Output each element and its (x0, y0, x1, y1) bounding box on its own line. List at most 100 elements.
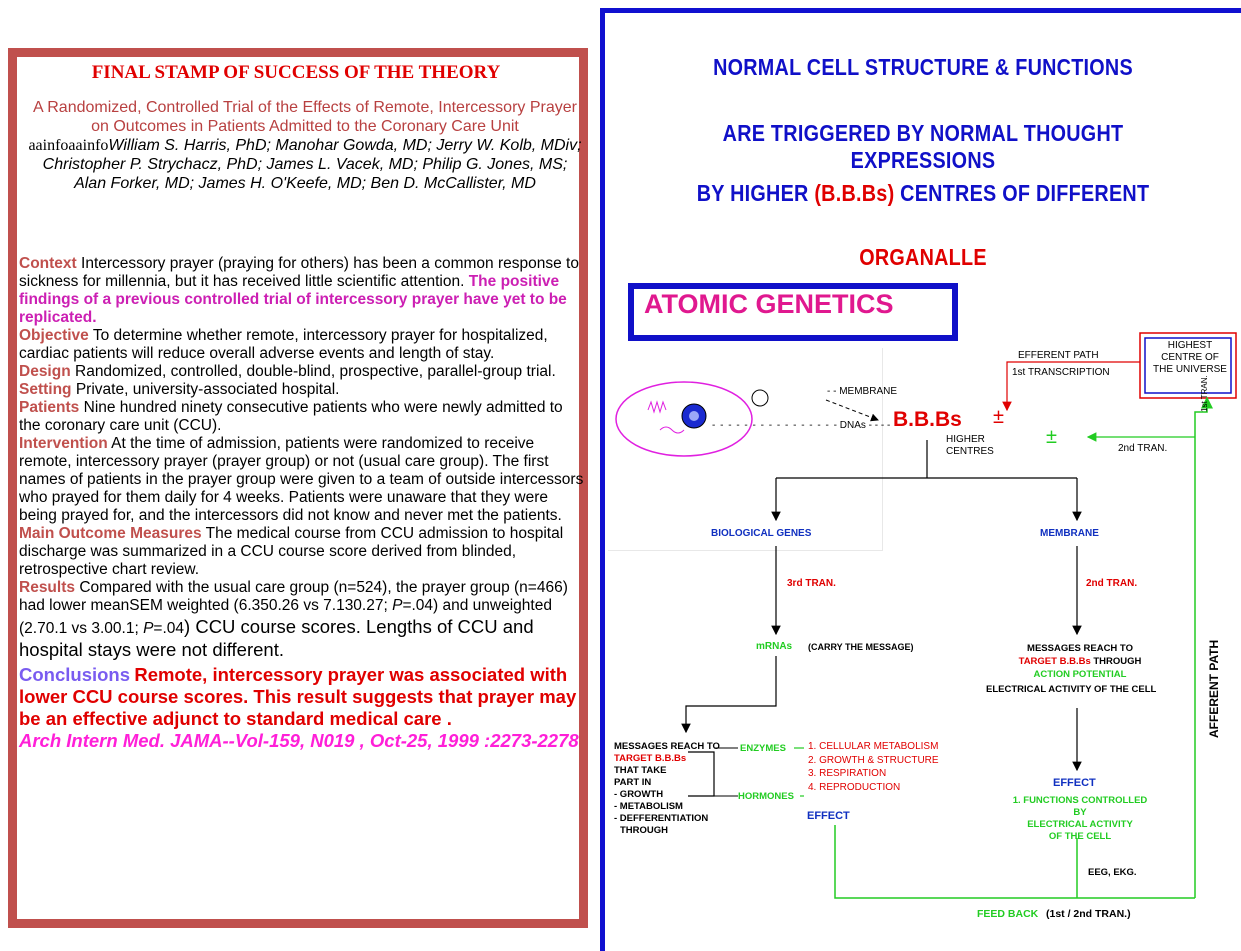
conclusions-text: Remote, intercessory prayer was associat… (19, 664, 577, 729)
setting-section: Setting Private, university-associated h… (19, 381, 587, 399)
atomic-genetics-box (628, 283, 958, 341)
third-tran-label: 3rd TRAN. (787, 578, 836, 589)
results-text-4: ) CCU course scores. Lengths of CCU and … (19, 616, 534, 660)
results-text-2: =.04) and unweighted (2.70.1 vs 3.00.1; (19, 597, 552, 637)
functions-3: OF THE CELL (1048, 831, 1112, 842)
messages-left-8: THROUGH (620, 825, 669, 836)
results-p1: P (392, 597, 403, 614)
panel-title: FINAL STAMP OF SUCCESS OF THE THEORY (91, 62, 501, 83)
context-section: Context Intercessory prayer (praying for… (19, 255, 587, 327)
abstract-body: Context Intercessory prayer (praying for… (19, 255, 587, 752)
messages-left-4: PART IN (614, 777, 652, 788)
results-text-3: =.04 (153, 620, 185, 637)
messages-left-6: - METABOLISM (614, 801, 683, 812)
highest-centre-label: HIGHEST CENTRE OF THE UNIVERSE (1153, 340, 1227, 375)
list-item-3: 3. RESPIRATION (808, 768, 887, 779)
messages-left-3: THAT TAKE (614, 765, 667, 776)
mitochondria-squiggle (647, 400, 667, 414)
heading-line-3: BY HIGHER (B.B.Bs) CENTRES OF DIFFERENT (652, 180, 1194, 207)
authors: aainfoaainfoWilliam S. Harris, PhD; Mano… (26, 136, 584, 193)
effect-right-label: EFFECT (1053, 777, 1096, 789)
membrane-arrow-label: - - MEMBRANE (827, 386, 897, 397)
list-item-2: 2. GROWTH & STRUCTURE (808, 754, 939, 766)
plus-minus-green: ± (1046, 426, 1057, 448)
afferent-path-label: AFFERENT PATH (1207, 639, 1221, 738)
results-p2: P (143, 620, 154, 637)
objective-section: Objective To determine whether remote, i… (19, 327, 587, 363)
outcome-section: Main Outcome Measures The medical course… (19, 525, 587, 579)
first-tran-vertical-label: 1st TRAN. (1200, 375, 1209, 412)
abstract-frame (8, 48, 588, 928)
patients-label: Patients (19, 399, 80, 416)
nucleolus (689, 411, 699, 421)
blue-top-border (600, 8, 1241, 13)
enzymes-label: ENZYMES (740, 743, 786, 754)
membrane-marker-circle (751, 389, 769, 407)
messages-left-7: - DEFFERENTIATION (614, 813, 709, 824)
study-title: A Randomized, Controlled Trial of the Ef… (33, 99, 577, 135)
author-names: William S. Harris, PhD; Manohar Gowda, M… (42, 137, 582, 192)
efferent-path-arrow (1002, 361, 1140, 412)
messages-right-4: ELECTRICAL ACTIVITY OF THE CELL (986, 684, 1157, 695)
context-highlight: The positive findings of a previous cont… (19, 273, 567, 326)
heading-3-post: CENTRES OF DIFFERENT (894, 180, 1150, 206)
list-item-4: 4. REPRODUCTION (808, 781, 901, 793)
results-section: Results Compared with the usual care gro… (19, 579, 587, 661)
heading-3-red: (B.B.Bs) (814, 180, 895, 206)
citation: Arch Intern Med. JAMA--Vol-159, N019 , O… (19, 730, 579, 751)
process-bracket (688, 751, 715, 797)
design-section: Design Randomized, controlled, double-bl… (19, 363, 587, 381)
hormones-label: HORMONES (738, 791, 794, 802)
setting-text: Private, university-associated hospital. (75, 381, 340, 398)
messages-right-2-red: TARGET B.B.Bs (1018, 656, 1091, 667)
mrnas-label: mRNAs (756, 641, 793, 652)
context-label: Context (19, 255, 77, 272)
highest-centre-inner-box (1144, 337, 1232, 394)
messages-right-1: MESSAGES REACH TO (1027, 643, 1133, 654)
functions-list: 1. CELLULAR METABOLISM 2. GROWTH & STRUC… (808, 740, 939, 794)
dnas-arrow-label: - - - - - - - - - - - - - - - - DNAs - -… (712, 420, 891, 431)
bbbs-label: B.B.Bs (893, 408, 962, 431)
er-squiggle (659, 426, 685, 434)
membrane-label: MEMBRANE (1040, 528, 1099, 539)
highest-centre-outer-box (1139, 332, 1237, 399)
feed-back-label: FEED BACK (977, 908, 1039, 920)
cell-image-frame (608, 348, 883, 551)
messages-right-block: MESSAGES REACH TO TARGET B.B.Bs THROUGH … (1005, 642, 1155, 681)
outcome-text: The medical course from CCU admission to… (19, 525, 564, 578)
patients-section: Patients Nine hundred ninety consecutive… (19, 399, 587, 435)
messages-left-5: - GROWTH (614, 789, 664, 800)
carry-message-label: (CARRY THE MESSAGE) (808, 642, 914, 652)
second-tran-top-label: 2nd TRAN. (1118, 443, 1168, 454)
efferent-path-label: EFFERENT PATH (1018, 350, 1099, 361)
messages-right-3: ACTION POTENTIAL (1033, 669, 1127, 680)
authors-prefix: aainfoaainfo (28, 137, 109, 154)
membrane-to-bbbs-arrow (825, 399, 879, 422)
cell-illustration (615, 381, 769, 457)
first-transcription-label: 1st TRANSCRIPTION (1012, 367, 1110, 378)
feedback-line-left (834, 825, 1195, 899)
conclusions-label: Conclusions (19, 664, 131, 685)
conclusions-section: Conclusions Remote, intercessory prayer … (19, 664, 587, 730)
eeg-label: EEG, EKG. (1088, 867, 1137, 878)
messages-left-block: MESSAGES REACH TO TARGET B.B.Bs THAT TAK… (614, 741, 720, 837)
patients-text: Nine hundred ninety consecutive patients… (19, 399, 563, 434)
design-label: Design (19, 363, 71, 380)
heading-3-pre: BY HIGHER (696, 180, 815, 206)
functions-block: 1. FUNCTIONS CONTROLLED BY ELECTRICAL AC… (1005, 795, 1155, 843)
biological-genes-label: BIOLOGICAL GENES (711, 528, 812, 539)
setting-label: Setting (19, 381, 72, 398)
atomic-genetics-label: ATOMIC GENETICS (644, 289, 894, 319)
results-text-1: Compared with the usual care group (n=52… (19, 579, 568, 614)
dnas-label: - DNAs - - - - (833, 420, 891, 431)
afferent-path-line (1194, 396, 1213, 898)
blue-divider (600, 8, 605, 951)
second-tran-right-label: 2nd TRAN. (1086, 578, 1138, 589)
objective-label: Objective (19, 327, 89, 344)
cell-outline (615, 381, 753, 457)
design-text: Randomized, controlled, double-blind, pr… (75, 363, 556, 380)
heading-line-4: ORGANALLE (859, 244, 987, 270)
intervention-text: At the time of admission, patients were … (19, 435, 584, 524)
feed-back-tran-label: (1st / 2nd TRAN.) (1046, 908, 1131, 920)
